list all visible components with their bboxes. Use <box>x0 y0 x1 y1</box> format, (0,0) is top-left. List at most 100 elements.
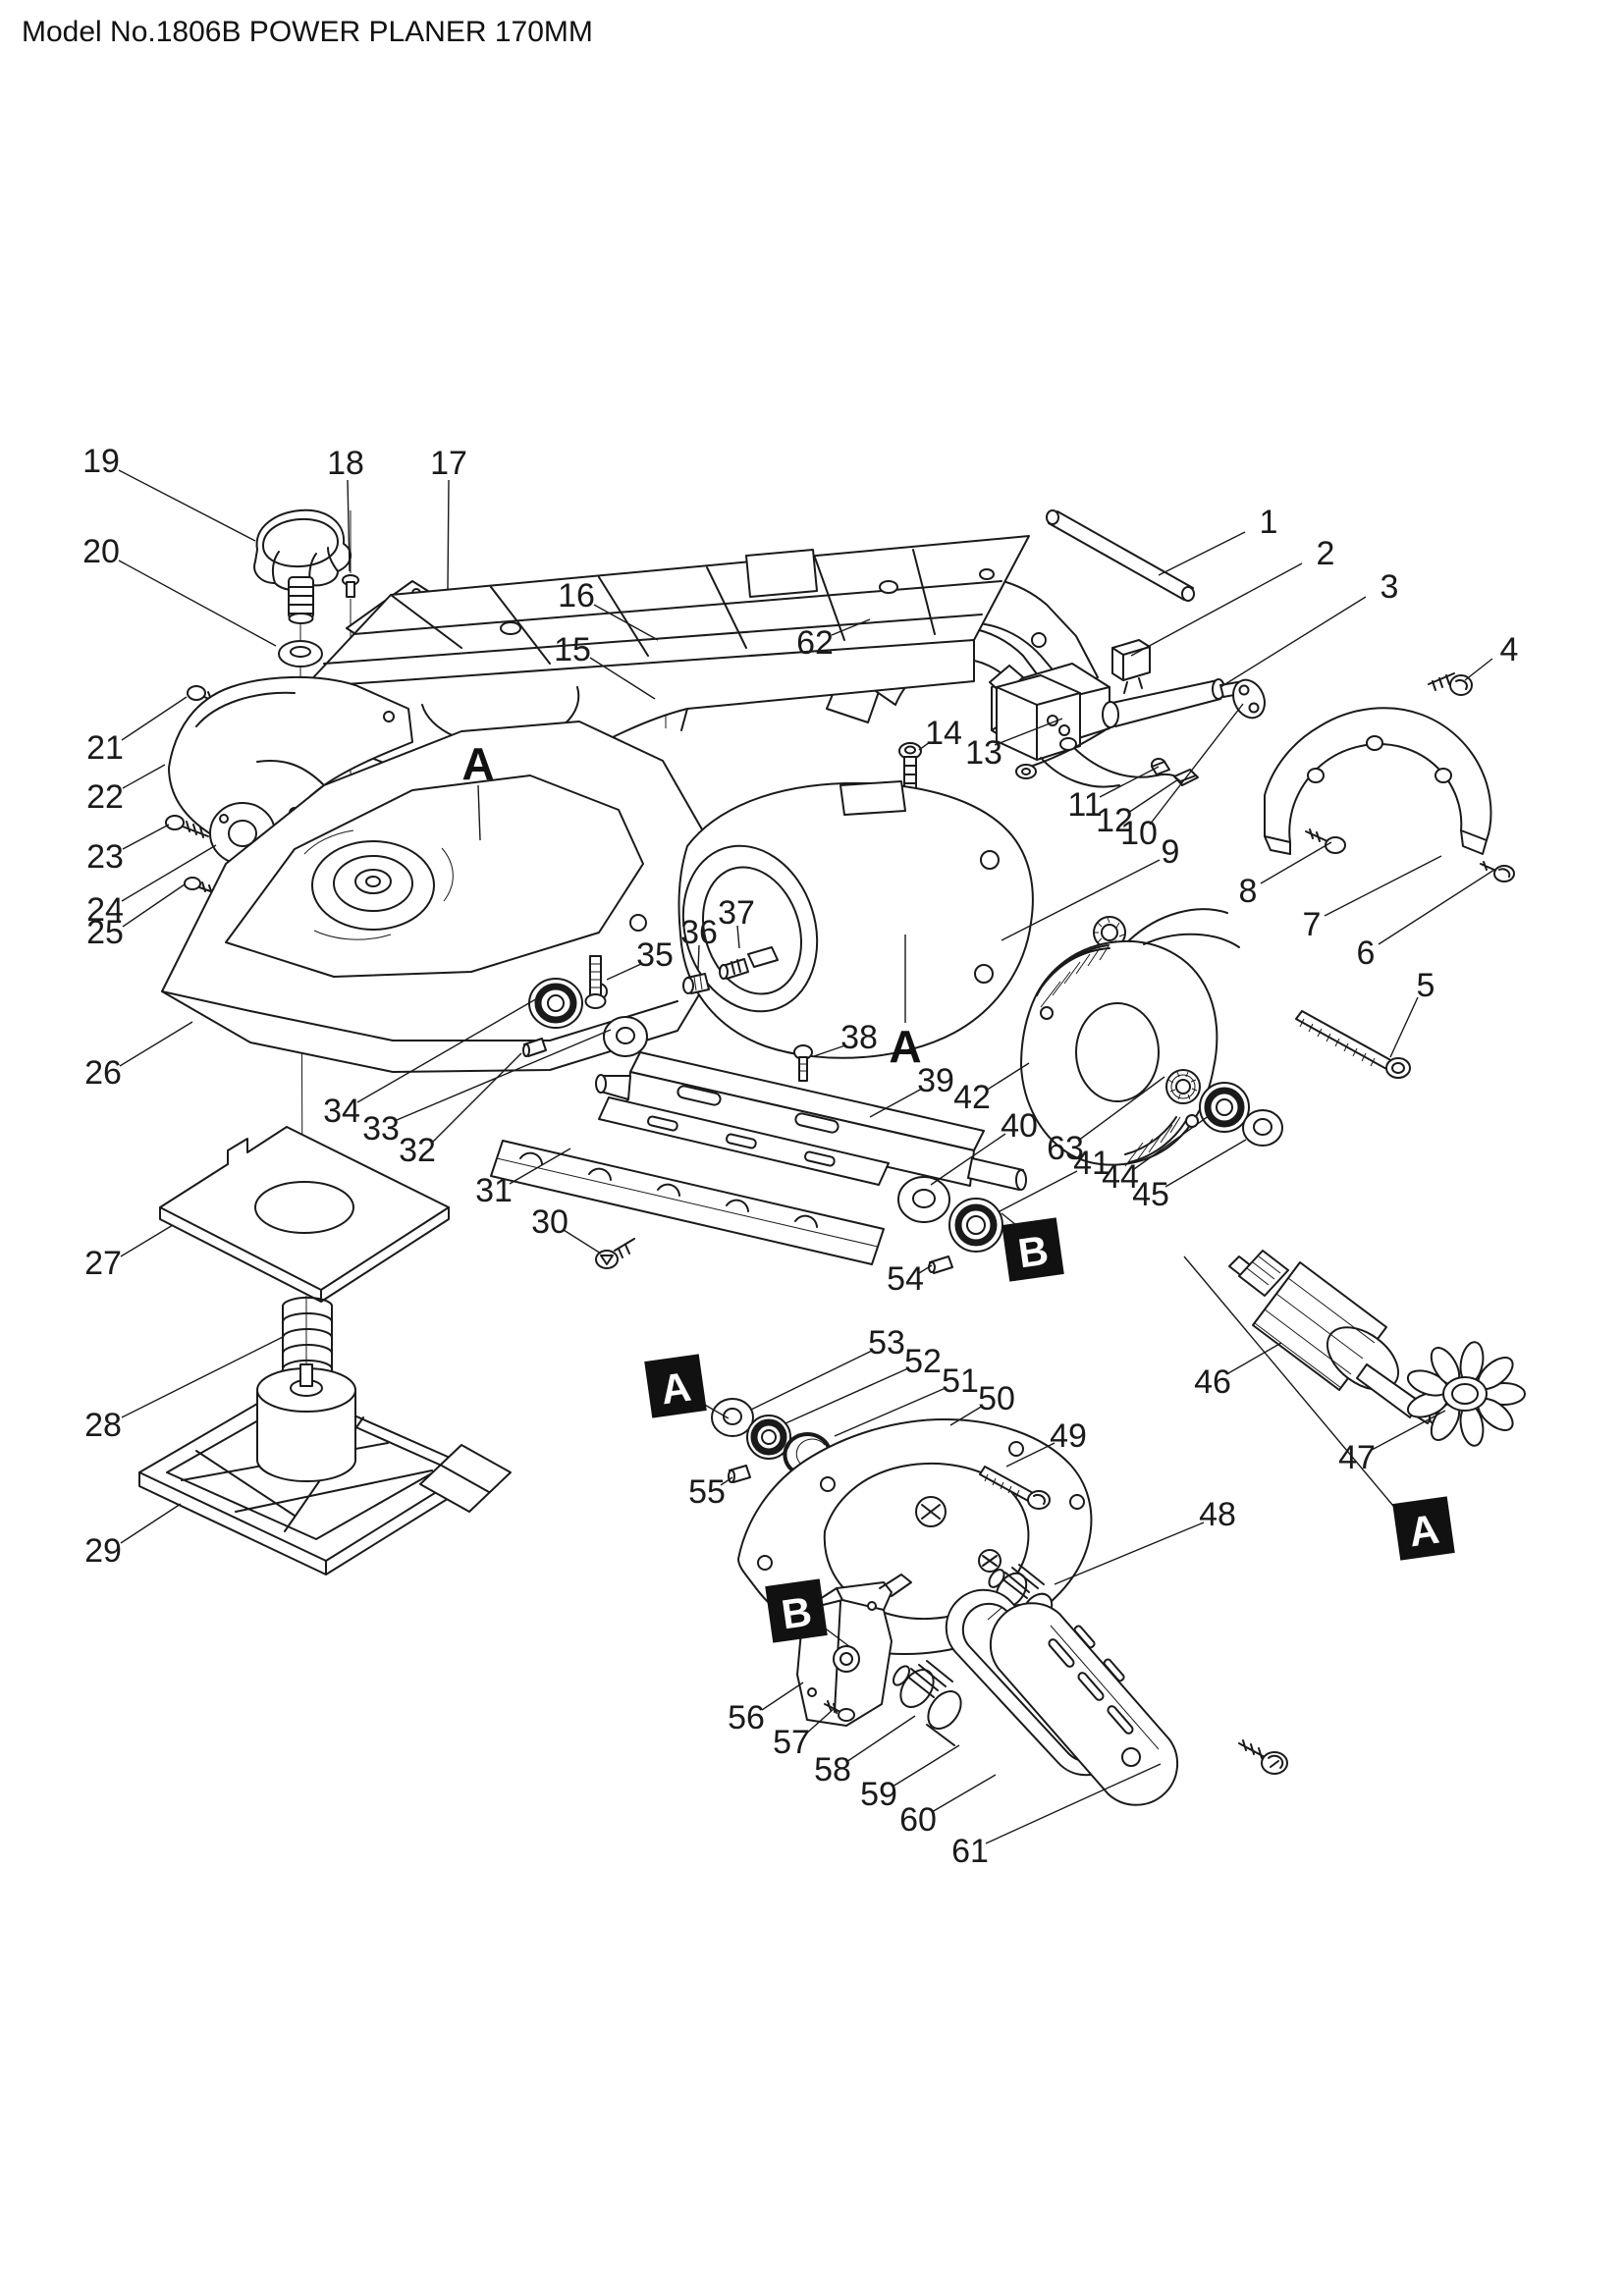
part-label-54: 54 <box>887 1260 924 1298</box>
leader-line-63 <box>1077 1076 1165 1142</box>
leader-line-50 <box>949 1405 984 1426</box>
leader-line-42 <box>985 1062 1030 1092</box>
part-label-37: 37 <box>718 894 755 932</box>
part-57-screw <box>824 1700 855 1722</box>
part-61-screw <box>1238 1739 1288 1775</box>
part-3-cord-guard <box>1015 678 1248 780</box>
part-label-58: 58 <box>814 1751 851 1789</box>
leader-line-5 <box>1389 996 1419 1058</box>
marker-line-B-4 <box>822 1626 851 1648</box>
part-label-12: 12 <box>1096 802 1133 839</box>
part-label-16: 16 <box>558 577 595 614</box>
leader-line-7 <box>1324 855 1442 917</box>
leader-line-53 <box>750 1350 873 1411</box>
part-label-26: 26 <box>84 1054 122 1092</box>
leader-line-58 <box>845 1715 916 1763</box>
part-label-50: 50 <box>978 1380 1015 1417</box>
part-label-11: 11 <box>1067 786 1102 824</box>
part-label-14: 14 <box>925 715 962 752</box>
part-30-screw <box>595 1238 635 1269</box>
section-marker-A-0: A <box>461 738 494 789</box>
marker-line-A-5 <box>1183 1255 1399 1513</box>
leader-line-21 <box>121 696 188 741</box>
section-marker-box-B-3: B <box>1001 1217 1064 1282</box>
part-label-3: 3 <box>1380 568 1399 606</box>
part-49-bolt <box>979 1466 1051 1510</box>
part-31-planer-blade <box>490 1140 885 1265</box>
part-label-10: 10 <box>1120 815 1158 852</box>
leader-line-26 <box>119 1021 193 1067</box>
part-blade-guide <box>419 1444 512 1513</box>
leader-lines <box>118 469 1495 1844</box>
part-44-ball-bearing <box>1199 1082 1250 1133</box>
leader-line-48 <box>1054 1522 1205 1585</box>
part-label-39: 39 <box>917 1062 954 1099</box>
part-7-rear-handle <box>1264 707 1492 855</box>
leader-line-10 <box>1149 703 1244 826</box>
part-label-60: 60 <box>899 1801 937 1839</box>
part-label-63: 63 <box>1047 1130 1084 1167</box>
marker-line-B-3 <box>1001 1212 1017 1226</box>
part-10-brush-plate <box>1232 678 1266 720</box>
leader-line-62 <box>831 618 871 636</box>
part-39-cutter-drum <box>595 1051 1027 1191</box>
part-label-56: 56 <box>728 1699 765 1736</box>
part-label-2: 2 <box>1317 535 1335 572</box>
part-number-labels: 1234567891011121314151617181920212223242… <box>82 443 1518 1870</box>
part-54-pin <box>928 1255 953 1274</box>
part-label-51: 51 <box>942 1362 979 1400</box>
leader-line-36 <box>697 944 700 971</box>
leader-line-52 <box>785 1367 909 1424</box>
part-label-27: 27 <box>84 1245 122 1282</box>
marker-letter: B <box>779 1588 815 1638</box>
part-27-front-plate <box>159 1126 450 1303</box>
part-label-61: 61 <box>951 1833 989 1870</box>
part-45-washer <box>1242 1109 1283 1147</box>
leader-line-44 <box>1133 1112 1214 1170</box>
leader-line-24 <box>121 844 217 902</box>
leader-line-30 <box>563 1229 602 1255</box>
section-marker-box-B-4: B <box>765 1578 828 1643</box>
leader-line-15 <box>589 657 656 700</box>
leader-line-45 <box>1164 1139 1247 1188</box>
marker-letter: B <box>1015 1227 1052 1277</box>
parts-artwork <box>138 508 1526 1806</box>
part-label-19: 19 <box>82 443 120 480</box>
part-label-6: 6 <box>1357 934 1376 972</box>
part-label-13: 13 <box>965 734 1002 772</box>
part-5-bolt <box>1295 1010 1411 1079</box>
leader-line-18 <box>347 479 351 572</box>
part-52-ball-bearing <box>746 1415 791 1460</box>
part-label-29: 29 <box>84 1532 122 1570</box>
part-1-rod <box>1046 509 1195 602</box>
leader-line-28 <box>121 1336 284 1418</box>
part-label-21: 21 <box>86 729 124 767</box>
marker-line-A-0 <box>477 784 481 841</box>
part-label-52: 52 <box>904 1343 942 1380</box>
marker-line-A-2 <box>702 1403 730 1419</box>
leader-line-54 <box>918 1264 933 1274</box>
part-63-bearing <box>1165 1069 1201 1104</box>
leader-line-39 <box>869 1088 923 1118</box>
part-35-screw <box>584 955 607 1009</box>
leader-line-55 <box>720 1476 733 1486</box>
leader-line-14 <box>918 741 931 751</box>
leader-line-31 <box>509 1148 571 1185</box>
part-label-34: 34 <box>323 1093 360 1130</box>
leader-line-8 <box>1260 841 1332 884</box>
part-label-17: 17 <box>430 445 467 482</box>
leader-line-41 <box>999 1170 1078 1212</box>
leader-line-12 <box>1127 778 1179 814</box>
part-41-ball-bearing <box>948 1198 1003 1253</box>
leader-line-56 <box>761 1682 804 1711</box>
part-26-front-housing <box>161 721 723 1073</box>
part-36-plug <box>682 973 710 994</box>
leader-line-17 <box>447 479 450 590</box>
leader-line-37 <box>736 925 740 949</box>
part-38-screw <box>793 1044 813 1082</box>
leader-line-16 <box>593 604 659 641</box>
part-label-15: 15 <box>554 631 591 668</box>
part-label-59: 59 <box>860 1776 897 1813</box>
marker-box <box>1392 1496 1455 1561</box>
